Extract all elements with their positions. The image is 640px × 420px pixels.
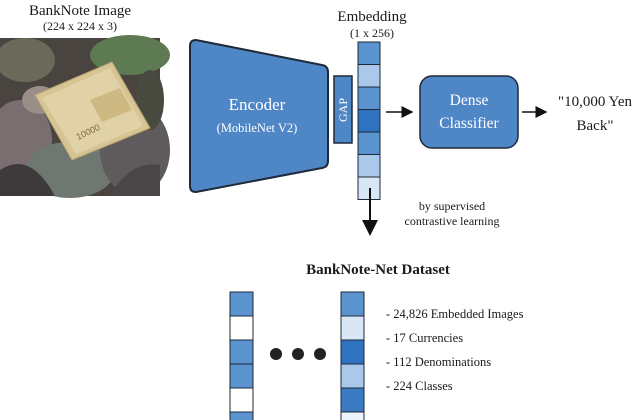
embedding-vector [357,41,381,200]
dataset-right-cell-6 [340,411,365,420]
dataset-left-cell-2 [229,315,254,341]
gap-block: GAP [333,75,353,144]
dataset-stat-currencies: - 17 Currencies [386,331,463,345]
dataset-right-cell-1 [340,291,365,317]
training-note-line2: contrastive learning [405,214,500,228]
embedding-size: (1 x 256) [350,26,394,40]
classifier-line1: Dense [450,92,489,109]
dataset-right-cell-2 [340,315,365,341]
classifier-line2: Classifier [439,115,499,132]
gap-label: GAP [336,98,350,122]
ellipsis-dots [270,348,326,360]
embedding-cell-6 [357,154,381,178]
dataset-left-cell-5 [229,387,254,413]
output-line2: Back" [577,118,614,134]
encoder-block: Encoder (MobileNet V2) [189,38,329,194]
embedding-cell-4 [357,109,381,133]
dataset-stat-images: - 24,826 Embedded Images [386,307,524,321]
training-note-line1: by supervised [419,199,485,213]
encoder-title: Encoder [229,95,286,114]
encoder-subtitle: (MobileNet V2) [217,121,298,135]
output-line1: "10,000 Yen [558,94,633,110]
dataset-left-column [229,291,254,420]
embedding-title: Embedding [337,9,407,25]
banknote-photo: 10000 [0,35,170,198]
dataset-right-column [340,291,365,420]
embedding-cell-1 [357,41,381,65]
dataset-right-cell-3 [340,339,365,365]
input-size: (224 x 224 x 3) [43,19,117,33]
dataset-stat-classes: - 224 Classes [386,379,453,393]
embedding-cell-2 [357,64,381,88]
dataset-right-cell-4 [340,363,365,389]
dataset-left-cell-4 [229,363,254,389]
embedding-cell-3 [357,86,381,110]
input-title: BankNote Image [29,3,131,19]
dataset-left-cell-3 [229,339,254,365]
classifier-block: Dense Classifier [419,75,519,149]
dataset-left-cell-6 [229,411,254,420]
dataset-stat-denominations: - 112 Denominations [386,355,491,369]
dataset-left-cell-1 [229,291,254,317]
dataset-right-cell-5 [340,387,365,413]
dataset-title: BankNote-Net Dataset [306,262,450,278]
embedding-cell-5 [357,131,381,155]
